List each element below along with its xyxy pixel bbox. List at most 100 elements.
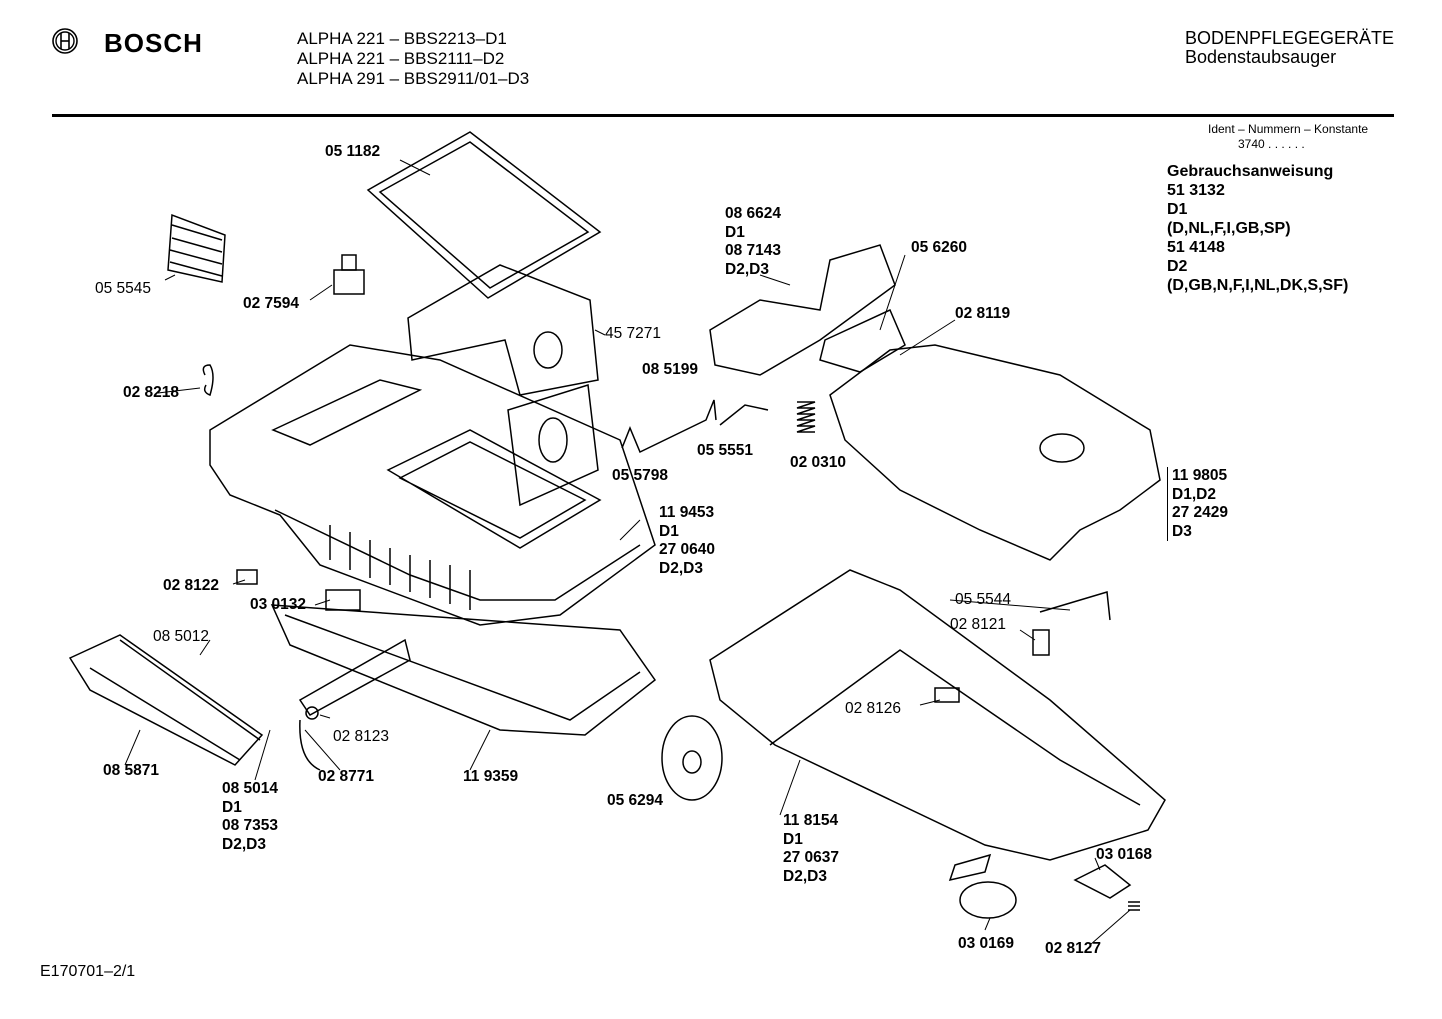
category-subtitle: Bodenstaubsauger: [1185, 47, 1337, 67]
part-label-line: 02 8127: [1045, 940, 1102, 957]
part-label-line: 05 5798: [612, 467, 669, 484]
spring-part: [796, 401, 816, 433]
part-label-line: 08 7353: [222, 817, 279, 834]
part-label-line: 03 0168: [1096, 846, 1153, 863]
filter-grille-part: [167, 213, 226, 283]
bumper-part: [270, 604, 657, 736]
cord-reel-cap-part: [959, 881, 1017, 919]
chassis-part: [709, 569, 1166, 861]
part-label: 02 8771: [318, 768, 374, 787]
part-label: 02 8122: [163, 577, 219, 596]
part-label: 03 0169: [958, 935, 1014, 954]
part-label-line: 45 7271: [605, 325, 662, 342]
hook-part: [719, 404, 769, 426]
manual-line: 51 4148: [1167, 239, 1225, 256]
part-label-line: 02 8122: [163, 577, 220, 594]
part-label: 02 8126: [845, 700, 901, 719]
part-label-line: 08 6624: [725, 205, 782, 222]
part-label: 05 5545: [95, 280, 151, 299]
part-label-line: 05 5545: [95, 280, 152, 297]
part-label-line: 02 0310: [790, 454, 847, 471]
part-label-line: 11 9453: [659, 504, 715, 521]
part-label: 05 5798: [612, 467, 668, 486]
front-grille-part: [68, 634, 264, 766]
part-label-line: 02 8218: [123, 384, 180, 401]
ident-block: Ident – Nummern – Konstante 3740 . . . .…: [1208, 122, 1368, 152]
brand-logo: BOSCH: [104, 28, 203, 58]
part-label: 03 0168: [1096, 846, 1152, 865]
wire-part: [1039, 591, 1111, 621]
part-label-line: 08 7143: [725, 242, 782, 259]
manual-line: (D,GB,N,F,I,NL,DK,S,SF): [1167, 277, 1349, 294]
manual-title: Gebrauchsanweisung: [1167, 163, 1334, 180]
part-label: 02 8121: [950, 616, 1006, 635]
part-label: 03 0132: [250, 596, 306, 615]
part-label-line: 27 0640: [659, 541, 716, 558]
part-label-line: 27 0637: [783, 849, 840, 866]
manual-line: D2: [1167, 258, 1188, 275]
switch-part: [333, 269, 365, 295]
manual-block: Gebrauchsanweisung 51 3132 D1 (D,NL,F,I,…: [1167, 162, 1348, 295]
housing-upper-part: [209, 344, 656, 626]
part-label-line: D1: [659, 522, 679, 540]
category-title: BODENPFLEGEGERÄTE: [1185, 28, 1395, 48]
label-plate-part: [948, 853, 992, 882]
part-label-line: 11 8154: [783, 812, 839, 829]
part-label-line: 08 5871: [103, 762, 160, 779]
part-label-line: D1: [725, 223, 745, 241]
spring-clip-part: [621, 399, 717, 454]
part-label: 02 8119: [955, 305, 1010, 324]
part-label: 08 5871: [103, 762, 159, 781]
manual-line: (D,NL,F,I,GB,SP): [1167, 220, 1291, 237]
part-label: 02 8127: [1045, 940, 1101, 959]
part-label-line: 05 5551: [697, 442, 754, 459]
part-label-line: 05 5544: [955, 591, 1012, 608]
buffer-part: [236, 569, 258, 585]
part-label-line: D2,D3: [783, 867, 827, 885]
part-label: 02 8123: [333, 728, 389, 747]
clip-holder-part: [1032, 629, 1050, 656]
part-label-line: D3: [1172, 522, 1192, 540]
part-label-line: 02 8121: [950, 616, 1007, 633]
part-label-line: D2,D3: [725, 260, 769, 278]
bosch-logo-icon: [52, 28, 78, 54]
clip-part: [202, 364, 214, 396]
part-label-line: D1: [783, 830, 803, 848]
part-label: 08 5012: [153, 628, 209, 647]
bag-holder-part: [507, 384, 599, 507]
part-label-line: 05 6294: [607, 792, 664, 809]
small-clip-part: [934, 687, 960, 703]
part-label-line: 11 9805: [1172, 467, 1228, 484]
part-label-line: 03 0169: [958, 935, 1015, 952]
header-divider: [52, 114, 1394, 117]
model-list: ALPHA 221 – BBS2213–D1 ALPHA 221 – BBS21…: [297, 29, 529, 89]
model-line: ALPHA 291 – BBS2911/01–D3: [297, 69, 530, 88]
part-label-line: 02 8126: [845, 700, 902, 717]
part-label: 45 7271: [605, 325, 661, 344]
part-label: 05 5544: [955, 591, 1011, 610]
part-label-line: D1,D2: [1172, 485, 1216, 503]
drawing-number: E170701–2/1: [40, 963, 136, 980]
part-label-line: 02 8119: [955, 305, 1011, 322]
part-label: 02 7594: [243, 295, 299, 314]
screw-part: [1128, 901, 1140, 911]
latch-part: [325, 589, 361, 611]
part-label: 02 8218: [123, 384, 179, 403]
model-line: ALPHA 221 – BBS2213–D1: [297, 29, 507, 48]
part-label-line: 03 0132: [250, 596, 307, 613]
lock-part: [1073, 864, 1132, 899]
cable-guide-part: [298, 638, 411, 716]
manual-line: D1: [1167, 201, 1188, 218]
part-label: 05 6294: [607, 792, 663, 811]
part-label-line: 08 5014: [222, 780, 279, 797]
part-label: 05 1182: [325, 143, 380, 162]
ident-label: Ident – Nummern – Konstante: [1208, 122, 1369, 136]
part-label-line: D2,D3: [659, 559, 703, 577]
part-label: 08 5199: [642, 361, 698, 380]
